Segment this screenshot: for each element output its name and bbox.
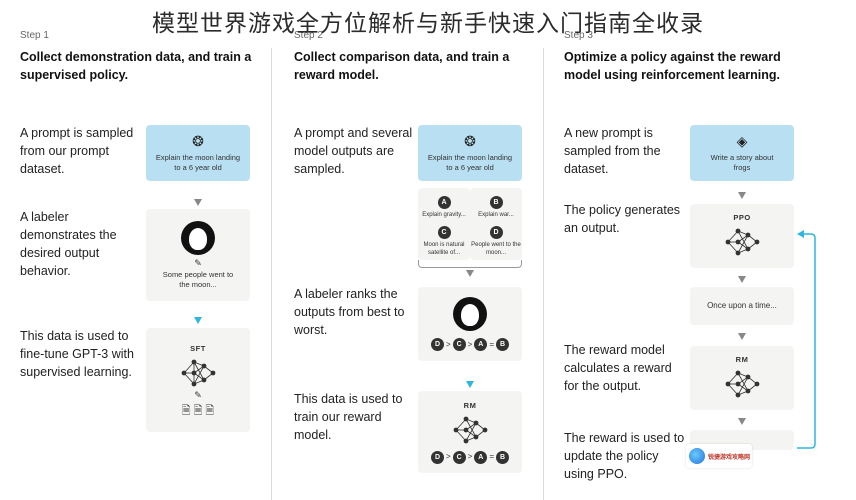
output-card-a: A Explain gravity... (418, 188, 470, 226)
step-3-prompt-card: ◈ Write a story about frogs (690, 125, 794, 181)
rm-label: RM (735, 355, 749, 364)
step-2-desc-2: A labeler ranks the outputs from best to… (294, 287, 405, 337)
output-badge-a: A (437, 195, 451, 209)
rank-operator: > (467, 339, 473, 349)
output-card-d: D People went to the moon... (470, 222, 522, 260)
watermark-badge: 锐捷游戏攻略网 (686, 444, 752, 468)
frog-icon: ◈ (736, 133, 748, 149)
step-2-label: Step 2 (294, 30, 323, 41)
overlay-title: 模型世界游戏全方位解析与新手快速入门指南全收录 (152, 11, 704, 37)
watermark-text: 锐捷游戏攻略网 (708, 453, 751, 461)
step-1-desc-1: A prompt is sampled from our prompt data… (20, 126, 134, 176)
step-3-output-text: Once upon a time... (707, 301, 777, 310)
document-icon: 🗎 (181, 404, 191, 417)
step-2-desc-1: A prompt and several model outputs are s… (294, 126, 413, 176)
output-card-c: C Moon is natural satellite of... (418, 222, 470, 260)
rank-item: C (452, 450, 466, 464)
step-3-arrow-2 (738, 276, 746, 283)
labeler-avatar (181, 220, 215, 255)
document-icon: 🗎 (193, 404, 203, 417)
output-text-b: Explain war... (478, 211, 514, 218)
step-2-rm-card: RM D > C > A = B (418, 391, 522, 473)
output-badge-b: B (489, 195, 503, 209)
neural-network-icon (453, 416, 488, 443)
output-text-d: People went to the moon... (471, 241, 521, 256)
pencil-icon: ✎ (194, 257, 202, 268)
step-2-labeler-card: D > C > A = B (418, 287, 522, 361)
step-1-desc-3: This data is used to fine-tune GPT-3 wit… (20, 329, 134, 379)
document-icon: 🗎 (205, 404, 215, 417)
step-1-arrow-1 (194, 199, 202, 206)
sft-label: SFT (190, 343, 206, 353)
feedback-loop-arrow (797, 230, 816, 449)
divider-2 (543, 48, 544, 500)
step-1-desc-2: A labeler demonstrates the desired outpu… (20, 210, 117, 278)
step-2-heading: Collect comparison data, and train a rew… (294, 50, 510, 82)
outputs-bracket (418, 260, 522, 268)
step-1-labeler-card: ✎ Some people went to the moon... (146, 209, 250, 301)
output-badge-d: D (489, 225, 503, 239)
output-text-c: Moon is natural satellite of... (423, 241, 465, 256)
rank-item: B (496, 338, 509, 351)
divider-1 (271, 48, 272, 500)
rank-operator: = (489, 452, 494, 461)
step-3-desc-3: The reward model calculates a reward for… (564, 343, 672, 393)
step-2-desc-3: This data is used to train our reward mo… (294, 392, 403, 442)
ppo-label: PPO (733, 213, 751, 222)
step-3-arrow-3 (738, 333, 746, 340)
step-3-arrow-1 (738, 192, 746, 199)
planet-icon: ❂ (464, 133, 476, 149)
step-1-heading: Collect demonstration data, and train a … (20, 50, 252, 82)
pencil-icon: ✎ (194, 389, 202, 400)
rank-operator: > (445, 452, 451, 461)
document-icons: 🗎 🗎 🗎 (182, 405, 215, 417)
ranking-row: D > C > A = B (430, 338, 509, 351)
step-3-heading: Optimize a policy against the reward mod… (564, 50, 781, 82)
rank-item: A (474, 338, 488, 351)
labeler-avatar (453, 297, 487, 331)
step-1-sft-card: SFT ✎ 🗎 🗎 🗎 (146, 328, 250, 432)
rm-label: RM (463, 400, 477, 410)
step-2-prompt-text: Explain the moon landing to a 6 year old (427, 153, 513, 172)
rank-operator: > (445, 339, 451, 349)
step-2-arrow-1 (466, 270, 474, 277)
watermark-logo-icon (689, 448, 705, 464)
neural-network-icon (181, 359, 216, 386)
neural-network-icon (725, 228, 760, 256)
neural-network-icon (725, 370, 760, 398)
step-3-prompt-text: Write a story about frogs (710, 153, 774, 172)
step-1-prompt-text: Explain the moon landing to a 6 year old (155, 153, 241, 172)
step-3-rm-card: RM (690, 346, 794, 410)
rank-operator: = (489, 339, 494, 349)
output-badge-c: C (437, 225, 451, 239)
rank-item: D (430, 338, 444, 351)
step-1-prompt-card: ❂ Explain the moon landing to a 6 year o… (146, 125, 250, 181)
step-3-desc-4: The reward is used to update the policy … (564, 431, 685, 481)
rank-item: D (430, 450, 444, 464)
step-3-arrow-4 (738, 418, 746, 425)
rank-item: C (452, 338, 466, 351)
step-1-labeler-output: Some people went to the moon... (162, 269, 234, 289)
step-2-prompt-card: ❂ Explain the moon landing to a 6 year o… (418, 125, 522, 181)
rank-item: B (496, 450, 509, 464)
step-2-arrow-2 (466, 381, 474, 388)
step-3-desc-1: A new prompt is sampled from the dataset… (564, 126, 661, 176)
rank-operator: > (467, 452, 473, 461)
output-card-b: B Explain war... (470, 188, 522, 226)
planet-icon: ❂ (192, 133, 204, 149)
step-1-arrow-2 (194, 317, 202, 324)
step-1-label: Step 1 (20, 30, 49, 41)
step-3-desc-2: The policy generates an output. (564, 203, 681, 235)
ranking-row: D > C > A = B (430, 450, 509, 464)
step-3-ppo-card: PPO (690, 204, 794, 268)
rank-item: A (474, 450, 488, 464)
step-3-output-card: Once upon a time... (690, 287, 794, 325)
step-3-label: Step 3 (564, 30, 593, 41)
output-text-a: Explain gravity... (422, 211, 466, 218)
